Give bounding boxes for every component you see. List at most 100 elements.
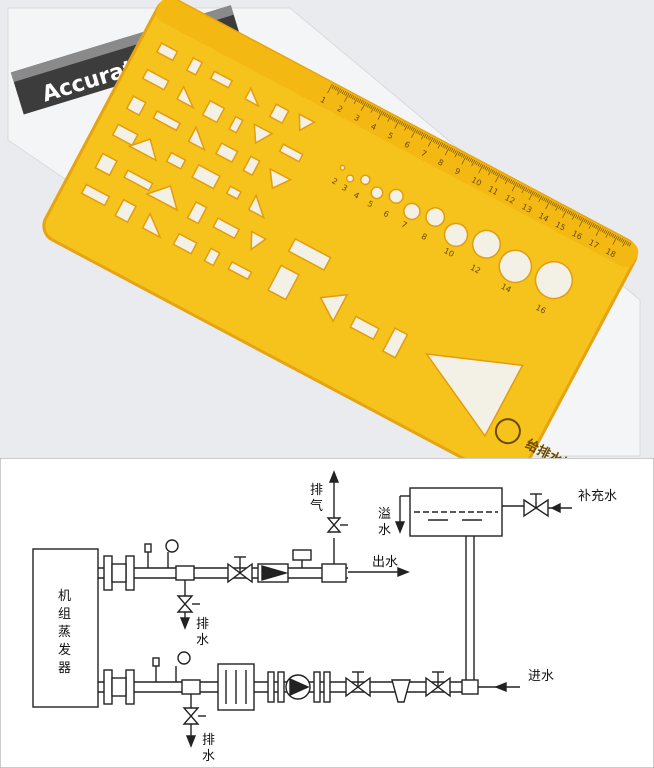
ruler-tick	[387, 115, 392, 122]
ruler-tick	[517, 183, 521, 188]
ruler-tick	[583, 218, 586, 223]
ruler-tick	[488, 168, 492, 176]
overflow-label-2: 水	[378, 523, 391, 538]
pressure-gauge-bottom	[177, 651, 191, 665]
ruler-tick	[429, 136, 432, 141]
circle-size-label: 3	[340, 183, 349, 193]
circle-hole	[359, 174, 371, 186]
ruler-tick	[576, 215, 580, 219]
ruler-tick	[366, 103, 370, 108]
ruler-tick	[601, 228, 605, 233]
ruler-tick	[569, 211, 573, 216]
ruler-tick	[327, 83, 333, 94]
ruler-tick	[335, 86, 338, 91]
ruler-tick	[476, 161, 479, 166]
ruler-tick	[368, 104, 372, 109]
ruler-tick	[353, 96, 357, 101]
ruler-tick	[526, 188, 529, 193]
ruler-tick	[400, 121, 404, 126]
ruler-tick	[412, 127, 415, 132]
ruler-tick	[353, 97, 358, 104]
ruler-tick	[461, 155, 467, 165]
maker-logo	[494, 418, 521, 445]
circle-hole	[443, 222, 469, 248]
ruler-tick	[404, 124, 409, 131]
ruler-tick	[462, 154, 466, 159]
ruler-number: 11	[487, 184, 500, 197]
ruler-tick	[580, 216, 583, 221]
ruler-number: 1	[319, 95, 328, 105]
gate-valve-return	[345, 676, 360, 698]
ruler-tick	[474, 160, 477, 165]
evaporator-unit	[32, 548, 99, 708]
ruler-tick	[337, 88, 341, 95]
ruler-tick	[620, 238, 623, 243]
ruler-tick	[375, 108, 378, 112]
ruler-tick	[407, 124, 410, 129]
ruler-tick	[551, 201, 555, 206]
makeup-valve	[523, 498, 538, 518]
ruler-tick	[544, 198, 548, 202]
ruler-number: 5	[386, 131, 395, 141]
ruler-tick	[477, 162, 481, 167]
ruler-tick	[427, 135, 430, 140]
ruler-number: 14	[537, 211, 550, 224]
ruler-tick	[398, 120, 402, 125]
ruler-tick	[524, 187, 528, 192]
ruler-tick	[558, 205, 561, 210]
piping-diagram: 机 组 蒸 发 器 排 气 出水 溢 水 补充水 排 水 进水 排 水	[0, 458, 654, 768]
ruler-tick	[343, 91, 347, 95]
ruler-tick	[502, 175, 506, 180]
ruler-tick	[351, 95, 355, 100]
ruler-tick	[356, 98, 360, 103]
ruler-tick	[521, 186, 526, 194]
ruler-tick	[568, 210, 571, 215]
ruler-tick	[382, 111, 385, 116]
ruler-tick	[360, 101, 367, 111]
ruler-tick	[393, 117, 397, 122]
ruler-tick	[394, 119, 400, 129]
ruler-tick	[348, 93, 352, 98]
symbol-cutouts	[80, 42, 524, 438]
y-strainer	[391, 679, 411, 703]
circle-size-label: 5	[366, 199, 375, 209]
ruler-tick	[499, 174, 503, 178]
circle-size-label: 2	[330, 176, 339, 186]
ruler-tick	[541, 196, 544, 201]
ruler-number: 8	[436, 158, 445, 168]
ruler-tick	[373, 107, 377, 112]
ruler-tick	[596, 225, 600, 230]
ruler-ticks	[327, 83, 632, 247]
ruler-number: 15	[554, 220, 567, 233]
ruler-tick	[545, 199, 551, 210]
ruler-tick	[554, 203, 558, 208]
ruler-number: 13	[520, 202, 533, 215]
ruler-tick	[392, 116, 395, 121]
ruler-tick	[575, 214, 578, 219]
ruler-tick	[484, 166, 487, 170]
ruler-tick	[578, 217, 585, 227]
unit-label-4: 发	[58, 642, 71, 658]
circle-hole	[345, 174, 355, 183]
ruler-tick	[613, 234, 617, 239]
circle-hole	[534, 260, 574, 300]
circle-hole	[425, 207, 446, 227]
drain-valve-top	[176, 595, 194, 613]
ruler-number: 3	[352, 113, 361, 123]
ruler-tick	[504, 176, 508, 181]
ruler-tick	[336, 87, 340, 92]
ruler-tick	[519, 184, 523, 189]
ruler-tick	[538, 194, 541, 199]
drain-valve-bottom	[182, 707, 200, 725]
ruler-tick	[595, 226, 601, 236]
ruler-tick	[333, 85, 336, 90]
circle-size-label: 12	[469, 263, 482, 276]
ruler-tick	[507, 178, 511, 183]
ruler-tick	[586, 220, 590, 225]
ruler-tick	[561, 207, 565, 211]
ruler-number: 18	[604, 247, 617, 260]
ruler-tick	[482, 165, 486, 169]
ruler-tick	[390, 116, 393, 120]
